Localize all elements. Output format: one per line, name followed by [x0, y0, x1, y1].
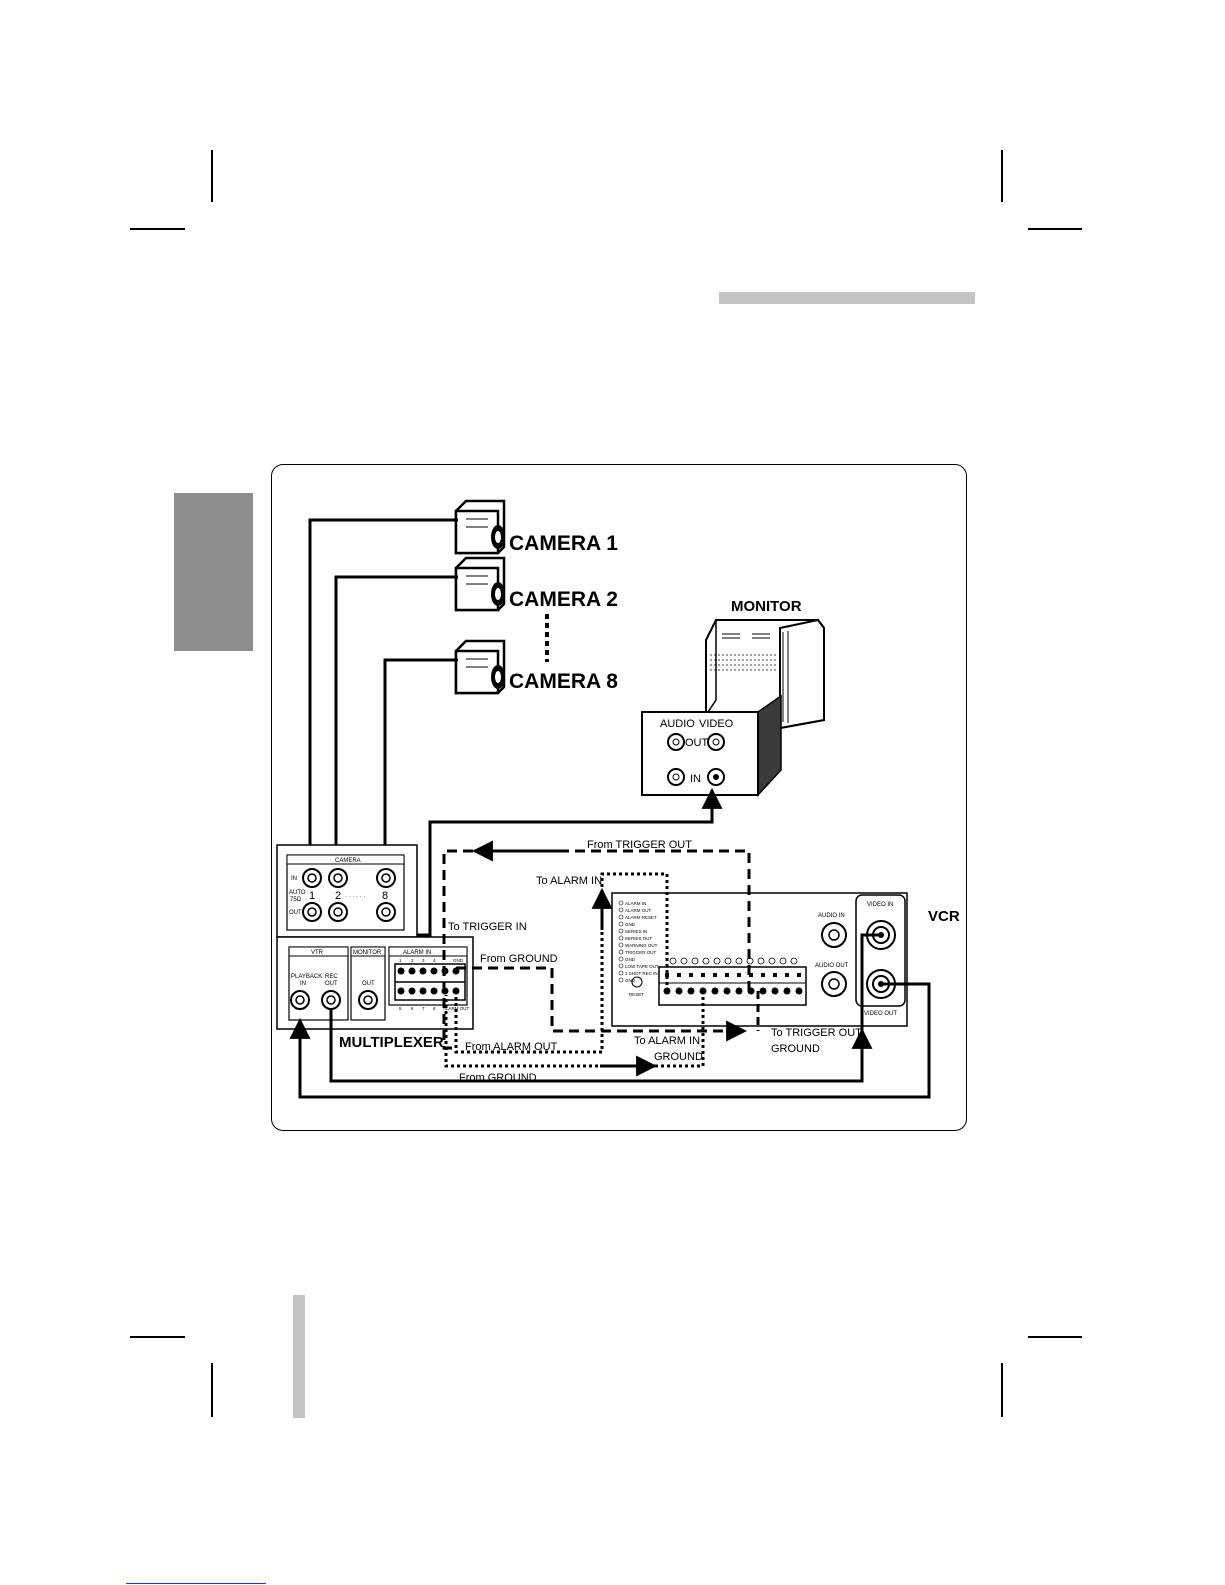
diagram-frame [271, 464, 967, 1131]
camera-1-icon [454, 499, 506, 555]
mux-alarm-num-8: 8 [433, 1006, 436, 1011]
crop-mark-top-right-v [1001, 150, 1003, 202]
vcr-terminal-item: LOW TAPE OUT [625, 964, 659, 969]
monitor-back-panel [641, 711, 759, 796]
camera-2-label: CAMERA 2 [509, 588, 618, 611]
crop-mark-top-right-h [1028, 228, 1082, 230]
camera-8-label: CAMERA 8 [509, 670, 618, 693]
label-to-alarm-in-bottom: To ALARM IN [634, 1035, 700, 1047]
alarm-ground-dotted-wire [444, 991, 705, 1068]
mux-vtr-header: VTR [311, 950, 324, 956]
mux-vtr-connectors [290, 990, 378, 1010]
crop-mark-bottom-left-h [130, 1336, 185, 1338]
vcr-terminal-item: SERIES IN [625, 929, 647, 934]
monitor-zoom-wedge [757, 694, 782, 797]
monitor-label: MONITOR [731, 598, 802, 615]
ground-dashed-wire [456, 966, 748, 1042]
vcr-terminal-item: WARNING OUT [625, 943, 658, 948]
vcr-label: VCR [928, 908, 960, 925]
mux-cam-num-8: 8 [382, 890, 388, 902]
multiplexer-camera-connectors [302, 868, 396, 922]
mux-ohm-label: 75Ω [290, 897, 302, 903]
mux-cam-dots: · · · · · · [345, 894, 365, 900]
mux-out-label: OUT [289, 910, 302, 916]
header-gray-bar [719, 292, 975, 304]
vcr-video-in-label: VIDEO IN [867, 902, 893, 908]
crop-mark-bottom-left-v [211, 1363, 213, 1417]
bottom-link-underline [126, 1583, 266, 1584]
mux-alarm-terminal-block [394, 963, 466, 1001]
vcr-terminal-item: ALARM OUT [625, 908, 652, 913]
monitor-out-label: OUT [685, 737, 709, 749]
camera-8-icon [454, 639, 506, 695]
vcr-terminal-item: GND [625, 922, 636, 927]
mux-alarm-num-2: 2 [411, 958, 414, 963]
mux-auto-label: AUTO [289, 890, 306, 896]
vcr-audio-in-label: AUDIO IN [818, 913, 845, 919]
vcr-terminal-item: GND [625, 957, 636, 962]
label-ground-right: GROUND [771, 1043, 820, 1055]
crop-mark-top-left-v [211, 150, 213, 202]
label-from-alarm-out: From ALARM OUT [465, 1041, 558, 1053]
camera-cables [308, 518, 458, 878]
multiplexer-label: MULTIPLEXER [339, 1034, 444, 1051]
mux-in-label: IN [291, 876, 297, 882]
mux-alarm-num-5: 5 [399, 1006, 402, 1011]
label-to-trigger-out: To TRIGGER OUT [771, 1027, 862, 1039]
vcr-terminal-list: ALARM IN ALARM OUT ALARM RESET GND SERIE… [625, 901, 659, 983]
vcr-rear-panel [611, 892, 908, 1027]
mux-alarm-gnd-label: GND [453, 958, 464, 963]
vcr-terminal-item: 1 SHOT REC IN [625, 971, 658, 976]
monitor-in-label: IN [690, 773, 701, 785]
mux-alarm-num-6: 6 [411, 1006, 414, 1011]
crop-mark-bottom-right-v [1001, 1363, 1003, 1417]
footer-gray-bar [293, 1295, 305, 1418]
mux-alarm-num-7: 7 [422, 1006, 425, 1011]
mux-camera-header: CAMERA [335, 858, 361, 864]
trigger-out-dashed-wire [442, 849, 751, 1050]
mux-monitor-out-label: OUT [362, 981, 375, 987]
mux-cam-num-1: 1 [309, 890, 315, 902]
label-from-ground-top: From GROUND [480, 953, 558, 965]
vcr-audio-out-label: AUDIO OUT [815, 963, 849, 969]
mux-playback-label: PLAYBACK [291, 974, 322, 980]
video-out-to-playback-cable [289, 982, 931, 1099]
crop-mark-top-left-h [130, 228, 185, 230]
label-from-ground-bottom: From GROUND [459, 1072, 537, 1084]
mux-monitor-header: MONITOR [353, 950, 382, 956]
mux-rec-label: REC [325, 974, 338, 980]
mux-alarm-out-label: ALARM OUT [443, 1006, 470, 1011]
label-ground-bottom: GROUND [654, 1051, 703, 1063]
mux-cam-num-2: 2 [335, 890, 341, 902]
vcr-terminal-item: GND [625, 978, 636, 983]
mux-rec-out-label: OUT [325, 981, 338, 987]
vcr-terminal-item: SERIES OUT [625, 936, 653, 941]
label-to-trigger-in: To TRIGGER IN [448, 921, 527, 933]
mux-alarm-in-header: ALARM IN [403, 950, 431, 956]
vcr-video-out-label: VIDEO OUT [864, 1011, 897, 1017]
label-from-trigger-out: From TRIGGER OUT [587, 839, 692, 851]
vcr-reset-label: RESET [629, 992, 644, 997]
label-to-alarm-in-top: To ALARM IN [536, 875, 602, 887]
vcr-terminal-item: ALARM RESET [625, 915, 657, 920]
vcr-terminal-item: TRIGGER OUT [625, 950, 657, 955]
mux-alarm-num-4: 4 [433, 958, 436, 963]
alarm-in-dotted-wire [454, 872, 669, 1054]
mux-playback-in-label: IN [300, 981, 306, 987]
rec-out-to-video-in-cable [329, 933, 881, 1083]
monitor-icon [705, 618, 825, 730]
crop-mark-bottom-right-h [1028, 1336, 1082, 1338]
camera-1-label: CAMERA 1 [509, 532, 618, 555]
camera-2-icon [454, 556, 506, 612]
monitor-audio-label: AUDIO [660, 718, 695, 730]
mux-alarm-num-1: 1 [399, 958, 402, 963]
side-chapter-tab [174, 493, 253, 651]
monitor-video-label: VIDEO [699, 718, 734, 730]
vcr-terminal-item: ALARM IN [625, 901, 646, 906]
mux-alarm-num-3: 3 [422, 958, 425, 963]
